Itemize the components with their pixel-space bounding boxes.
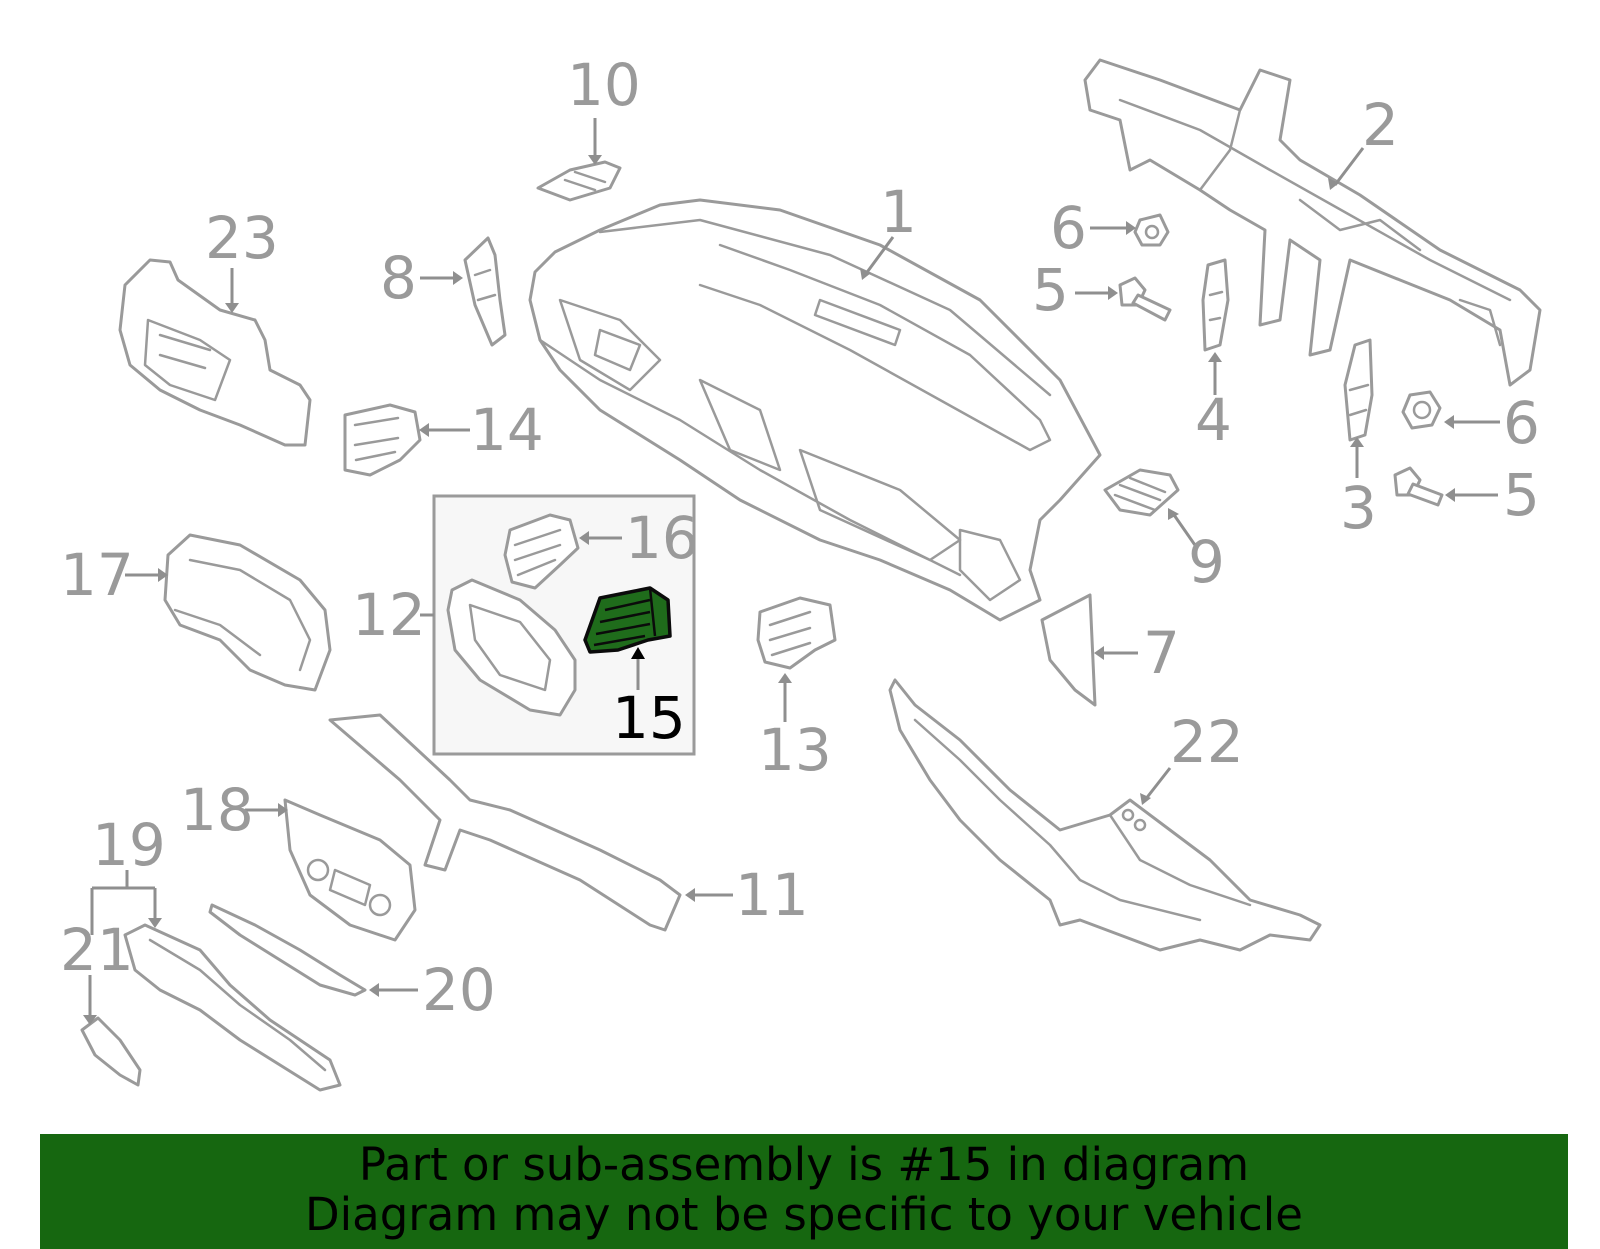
- banner-line-2: Diagram may not be specific to your vehi…: [305, 1188, 1303, 1241]
- callout-8: 8: [380, 244, 417, 312]
- part-2-cross-bar[interactable]: [1083, 58, 1542, 387]
- callout-1: 1: [880, 178, 917, 246]
- callout-22: 22: [1170, 708, 1244, 776]
- part-19-lower-panel[interactable]: [123, 923, 342, 1092]
- callout-19: 19: [92, 811, 166, 879]
- callout-9: 9: [1188, 528, 1225, 596]
- part-18-audio-panel[interactable]: [283, 798, 417, 942]
- callout-12: 12: [352, 581, 426, 649]
- part-8-bracket[interactable]: [463, 236, 507, 347]
- part-7-side-cover[interactable]: [1040, 593, 1097, 707]
- banner-line-1: Part or sub-assembly is #15 in diagram: [358, 1138, 1250, 1191]
- part-10-speaker-grille[interactable]: [536, 160, 622, 202]
- callout-21: 21: [60, 916, 134, 984]
- callout-18: 18: [180, 776, 254, 844]
- callout-2: 2: [1362, 91, 1399, 159]
- callout-16: 16: [625, 504, 699, 572]
- part-1-instrument-panel[interactable]: [528, 198, 1102, 622]
- part-6-nut-upper[interactable]: [1133, 213, 1170, 247]
- part-14-air-vent[interactable]: [343, 403, 422, 477]
- part-21-end-cap[interactable]: [80, 1016, 142, 1087]
- callout-13: 13: [758, 716, 832, 784]
- callout-11: 11: [735, 861, 809, 929]
- callout-6-upper: 6: [1050, 194, 1087, 262]
- part-12-center-garnish[interactable]: [446, 578, 577, 717]
- info-banner: Part or sub-assembly is #15 in diagram D…: [40, 1134, 1568, 1249]
- callout-20: 20: [422, 956, 496, 1024]
- callout-14: 14: [470, 396, 544, 464]
- callout-5-lower: 5: [1503, 461, 1540, 529]
- callout-17: 17: [60, 541, 134, 609]
- callout-23: 23: [205, 204, 279, 272]
- part-11-garnish[interactable]: [328, 713, 682, 932]
- part-13-air-vent[interactable]: [756, 596, 837, 670]
- part-15-air-vent-highlighted[interactable]: [583, 586, 672, 654]
- part-3-bracket[interactable]: [1343, 338, 1374, 442]
- callout-6-lower: 6: [1503, 389, 1540, 457]
- part-17-cluster-hood[interactable]: [163, 533, 332, 692]
- part-20-trim-strip[interactable]: [208, 903, 367, 997]
- callout-10: 10: [567, 51, 641, 119]
- part-23-side-trim[interactable]: [118, 258, 312, 447]
- callout-15: 15: [612, 684, 686, 752]
- part-22-console-frame[interactable]: [888, 678, 1322, 952]
- callout-3: 3: [1340, 474, 1377, 542]
- part-5-bolt-lower[interactable]: [1393, 466, 1444, 507]
- leader-lines: [83, 118, 1500, 1025]
- callout-4: 4: [1195, 386, 1232, 454]
- part-4-bracket[interactable]: [1201, 258, 1230, 352]
- part-5-bolt-upper[interactable]: [1118, 276, 1172, 322]
- part-6-nut-lower[interactable]: [1401, 390, 1442, 430]
- part-9-grille[interactable]: [1103, 468, 1180, 517]
- part-16-air-vent[interactable]: [503, 513, 580, 590]
- callout-5-upper: 5: [1032, 256, 1069, 324]
- callout-7: 7: [1143, 619, 1180, 687]
- callout-labels: 1 2 3 4 5 5 6 6 7 8 9 10 11 12 13 14 15 …: [60, 51, 1540, 1024]
